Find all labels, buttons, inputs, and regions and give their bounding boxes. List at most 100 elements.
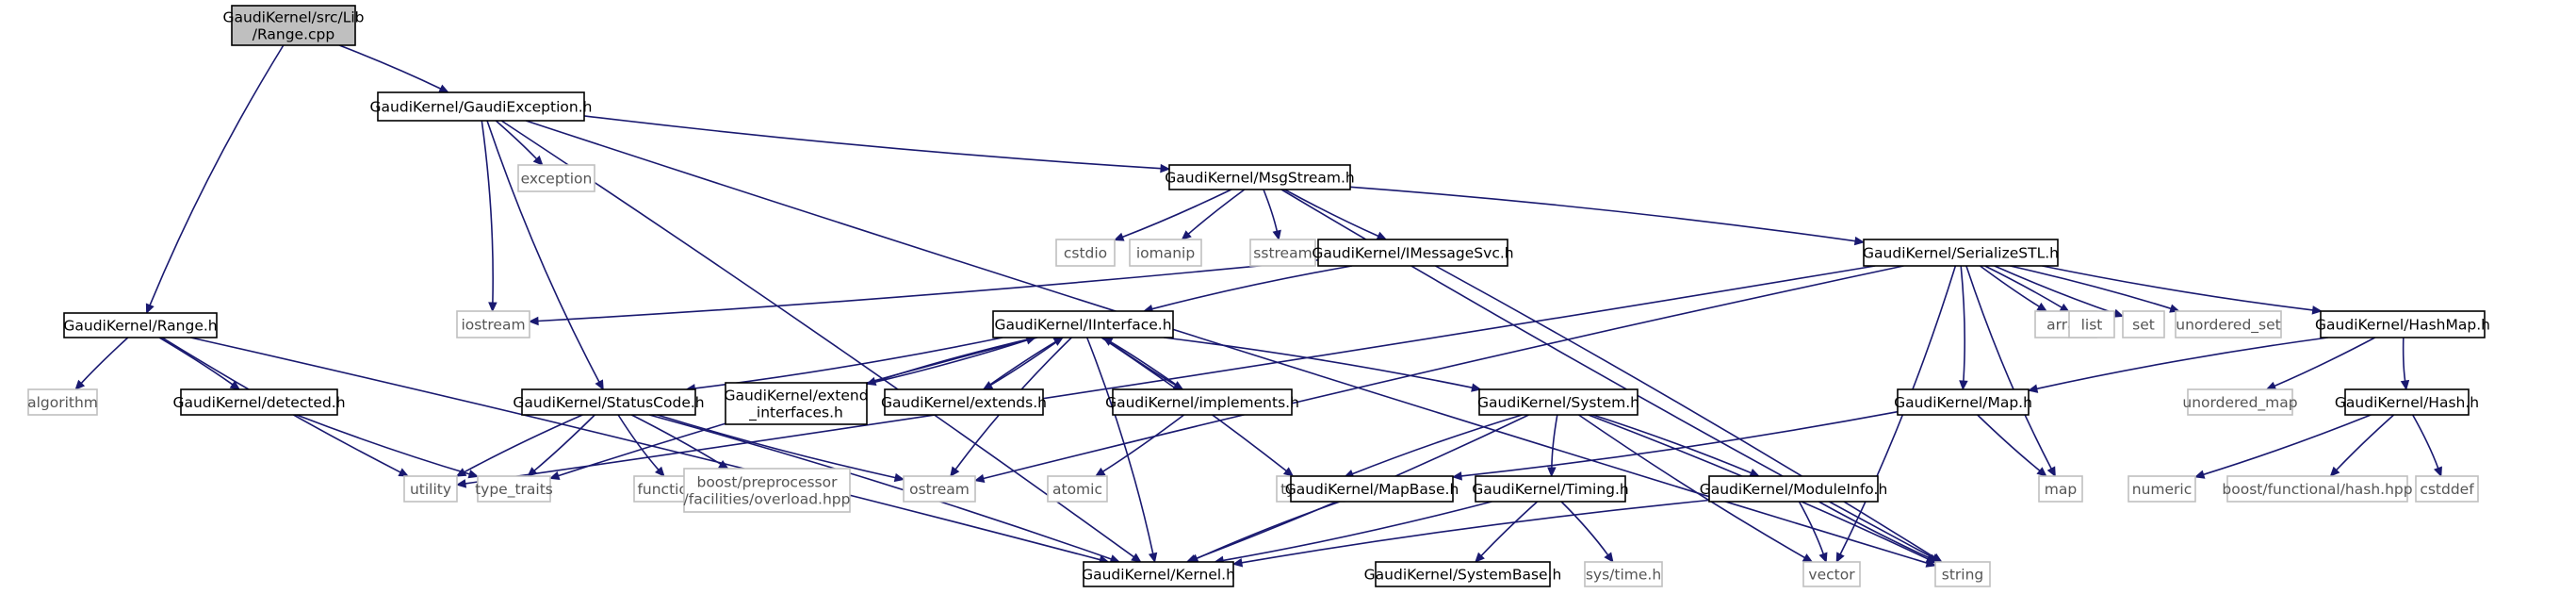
node-gaudiexception[interactable]: GaudiKernel/GaudiException.h xyxy=(370,91,593,122)
edge-arrowhead xyxy=(950,466,960,477)
node-hash[interactable]: GaudiKernel/Hash.h xyxy=(2335,388,2479,416)
edge-line xyxy=(1110,340,1183,390)
node-moduleinfo[interactable]: GaudiKernel/ModuleInfo.h xyxy=(1700,475,1888,503)
edge-serializestl-to-ostream xyxy=(973,265,1904,484)
node-label: iostream xyxy=(461,317,525,334)
edge-arrowhead xyxy=(1160,163,1171,173)
node-box xyxy=(1897,388,2030,416)
node-box xyxy=(2226,475,2408,503)
edge-arrowhead xyxy=(2311,305,2323,315)
edge-line xyxy=(2274,337,2376,388)
node-implements[interactable]: GaudiKernel/implements.h xyxy=(1105,388,1299,416)
node-extends[interactable]: GaudiKernel/extends.h xyxy=(881,388,1047,416)
edge-line xyxy=(1994,265,2115,315)
node-statuscode[interactable]: GaudiKernel/StatusCode.h xyxy=(513,388,705,416)
edge-arrowhead xyxy=(2036,467,2047,477)
node-range[interactable]: GaudiKernel/Range.h xyxy=(63,312,218,338)
node-box xyxy=(1168,164,1351,190)
node-system[interactable]: GaudiKernel/System.h xyxy=(1477,388,1639,416)
edge-range-to-algorithm xyxy=(74,337,129,390)
node-cstdio: cstdio xyxy=(1055,239,1116,267)
node-box xyxy=(683,468,851,513)
edge-arrowhead xyxy=(74,379,86,390)
edge-hash-to-boosthash xyxy=(2329,414,2395,477)
node-root[interactable]: GaudiKernel/src/Lib/Range.cpp xyxy=(222,5,365,46)
edge-line xyxy=(617,414,660,470)
edge-arrowhead xyxy=(398,468,410,477)
node-box xyxy=(1249,239,1316,267)
node-exception: exception xyxy=(517,164,595,192)
edge-line xyxy=(1187,189,1246,235)
node-box xyxy=(1047,475,1108,503)
edge-line xyxy=(481,120,495,304)
node-boosthash: boost/functional/hash.hpp xyxy=(2222,475,2413,503)
node-atomic: atomic xyxy=(1047,475,1108,503)
edge-moduleinfo-to-vector xyxy=(1798,501,1828,564)
edge-arrowhead xyxy=(1131,553,1142,563)
edge-system-to-moduleinfo xyxy=(1592,414,1761,477)
node-imessagesvc[interactable]: GaudiKernel/IMessageSvc.h xyxy=(1312,239,1514,267)
node-label: string xyxy=(1942,567,1984,584)
edge-arrowhead xyxy=(145,303,155,315)
node-box xyxy=(2344,388,2470,416)
node-label: iomanip xyxy=(1136,245,1195,262)
edge-line xyxy=(1263,189,1279,232)
node-label: GaudiKernel/extend xyxy=(724,388,868,404)
edge-arrowhead xyxy=(1802,553,1814,563)
edge-arrowhead xyxy=(2036,302,2048,312)
edge-implements-to-iinterface xyxy=(1101,337,1183,390)
node-kernel[interactable]: GaudiKernel/Kernel.h xyxy=(1082,561,1235,587)
edge-line xyxy=(1818,501,1932,560)
edge-arrowhead xyxy=(467,470,480,479)
edge-line xyxy=(1798,501,1824,554)
node-detected[interactable]: GaudiKernel/detected.h xyxy=(172,388,346,416)
node-label: GaudiKernel/SerializeSTL.h xyxy=(1863,245,2059,262)
edge-arrowhead xyxy=(528,316,539,326)
node-algorithm: algorithm xyxy=(27,388,98,416)
edge-line xyxy=(1977,414,2041,471)
edge-hashmap-to-unordered_map xyxy=(2265,337,2376,390)
node-box xyxy=(903,475,976,503)
edge-timing-to-systembase xyxy=(1475,501,1539,563)
node-label: GaudiKernel/Hash.h xyxy=(2335,394,2479,411)
edge-iinterface-to-kernel xyxy=(1085,337,1158,564)
edge-moduleinfo-to-string xyxy=(1818,501,1940,563)
edge-hash-to-cstddef xyxy=(2412,414,2442,478)
edge-line xyxy=(1122,189,1232,239)
node-map-h[interactable]: GaudiKernel/Map.h xyxy=(1894,388,2032,416)
node-iinterface[interactable]: GaudiKernel/IInterface.h xyxy=(992,310,1174,338)
edge-line xyxy=(657,414,896,479)
edge-arrowhead xyxy=(1749,469,1761,477)
edge-detected-to-type_traits xyxy=(296,414,480,479)
node-systembase[interactable]: GaudiKernel/SystemBase.h xyxy=(1364,561,1562,587)
node-mapbase[interactable]: GaudiKernel/MapBase.h xyxy=(1285,475,1459,503)
node-box xyxy=(2038,475,2083,503)
node-box xyxy=(1478,388,1639,416)
node-box xyxy=(2320,310,2486,338)
node-label: numeric xyxy=(2132,481,2192,498)
node-hashmap[interactable]: GaudiKernel/HashMap.h xyxy=(2315,310,2490,338)
node-box xyxy=(1475,475,1626,503)
node-box xyxy=(1863,239,2059,267)
node-serializestl[interactable]: GaudiKernel/SerializeSTL.h xyxy=(1863,239,2059,267)
edge-line xyxy=(2402,337,2406,382)
node-extend-interfaces[interactable]: GaudiKernel/extend_interfaces.h xyxy=(724,382,869,425)
edge-line xyxy=(1284,189,1379,238)
node-box xyxy=(1055,239,1116,267)
node-iomanip: iomanip xyxy=(1129,239,1202,267)
edge-line xyxy=(486,120,600,383)
edge-msgstream-to-sstream xyxy=(1263,189,1281,241)
node-label: cstdio xyxy=(1064,245,1107,262)
edge-line xyxy=(1980,265,2040,307)
node-msgstream[interactable]: GaudiKernel/MsgStream.h xyxy=(1165,164,1355,190)
node-label: sys/time.h xyxy=(1586,567,1661,584)
node-box xyxy=(180,388,338,416)
edge-arrowhead xyxy=(532,155,544,166)
node-timing[interactable]: GaudiKernel/Timing.h xyxy=(1472,475,1629,503)
node-label: type_traits xyxy=(475,481,553,499)
node-unordered-set: unordered_set xyxy=(2175,310,2282,338)
node-box xyxy=(521,388,696,416)
edge-arrowhead xyxy=(1928,553,1940,563)
node-label: /facilities/overload.hpp xyxy=(684,491,851,508)
node-box xyxy=(1584,561,1663,587)
